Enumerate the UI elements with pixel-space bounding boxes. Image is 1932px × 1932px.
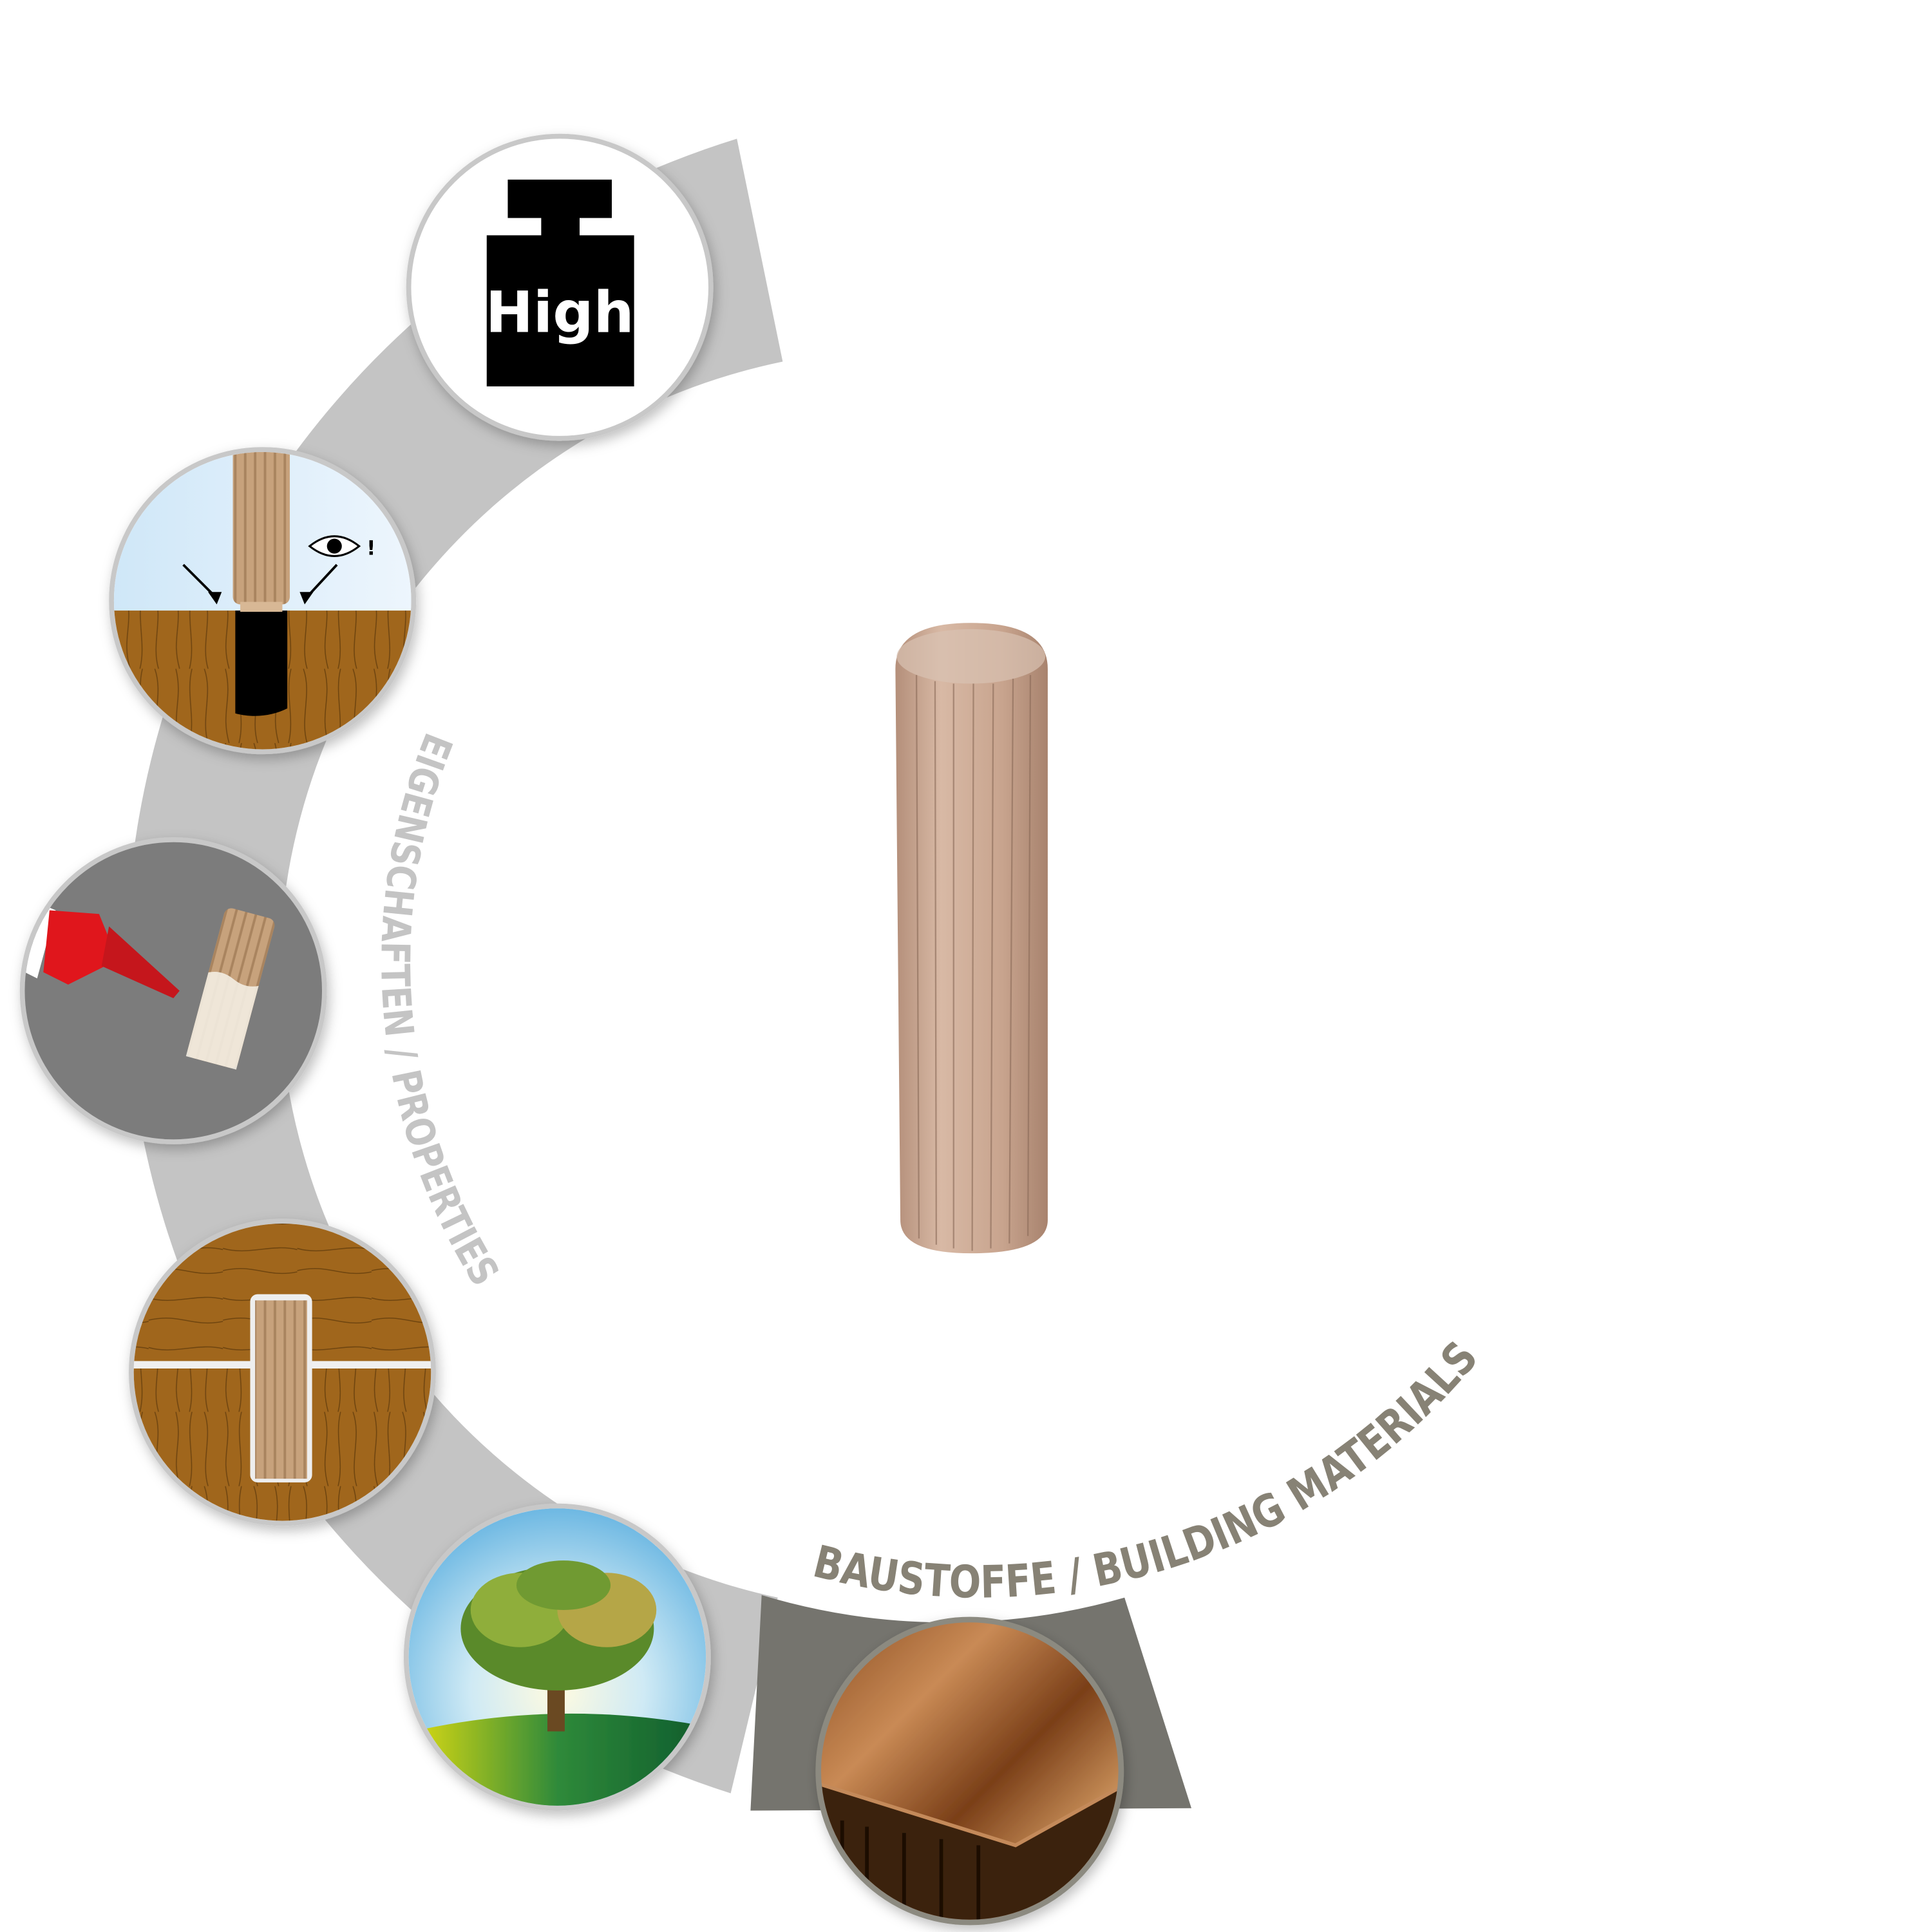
materials-label: BAUSTOFFE / BUILDING MATERIALS [808, 1332, 1488, 1609]
tree-circle [403, 1503, 711, 1811]
weight-icon: High [486, 179, 634, 386]
properties-label: EIGENSCHAFTEN / PROPERTIES [372, 727, 508, 1294]
hardwood-circle [815, 1616, 1124, 1926]
tree-icon [408, 1508, 706, 1806]
eye-inspection-icon: ! [308, 535, 375, 560]
hardwood-block-icon [821, 1622, 1119, 1920]
weight-label: High [486, 279, 634, 345]
glue-bottle-icon [24, 891, 275, 1070]
weight-circle: High [406, 133, 714, 441]
svg-text:!: ! [366, 537, 375, 560]
wooden-dowel [895, 623, 1048, 1254]
glue-circle [19, 837, 327, 1144]
